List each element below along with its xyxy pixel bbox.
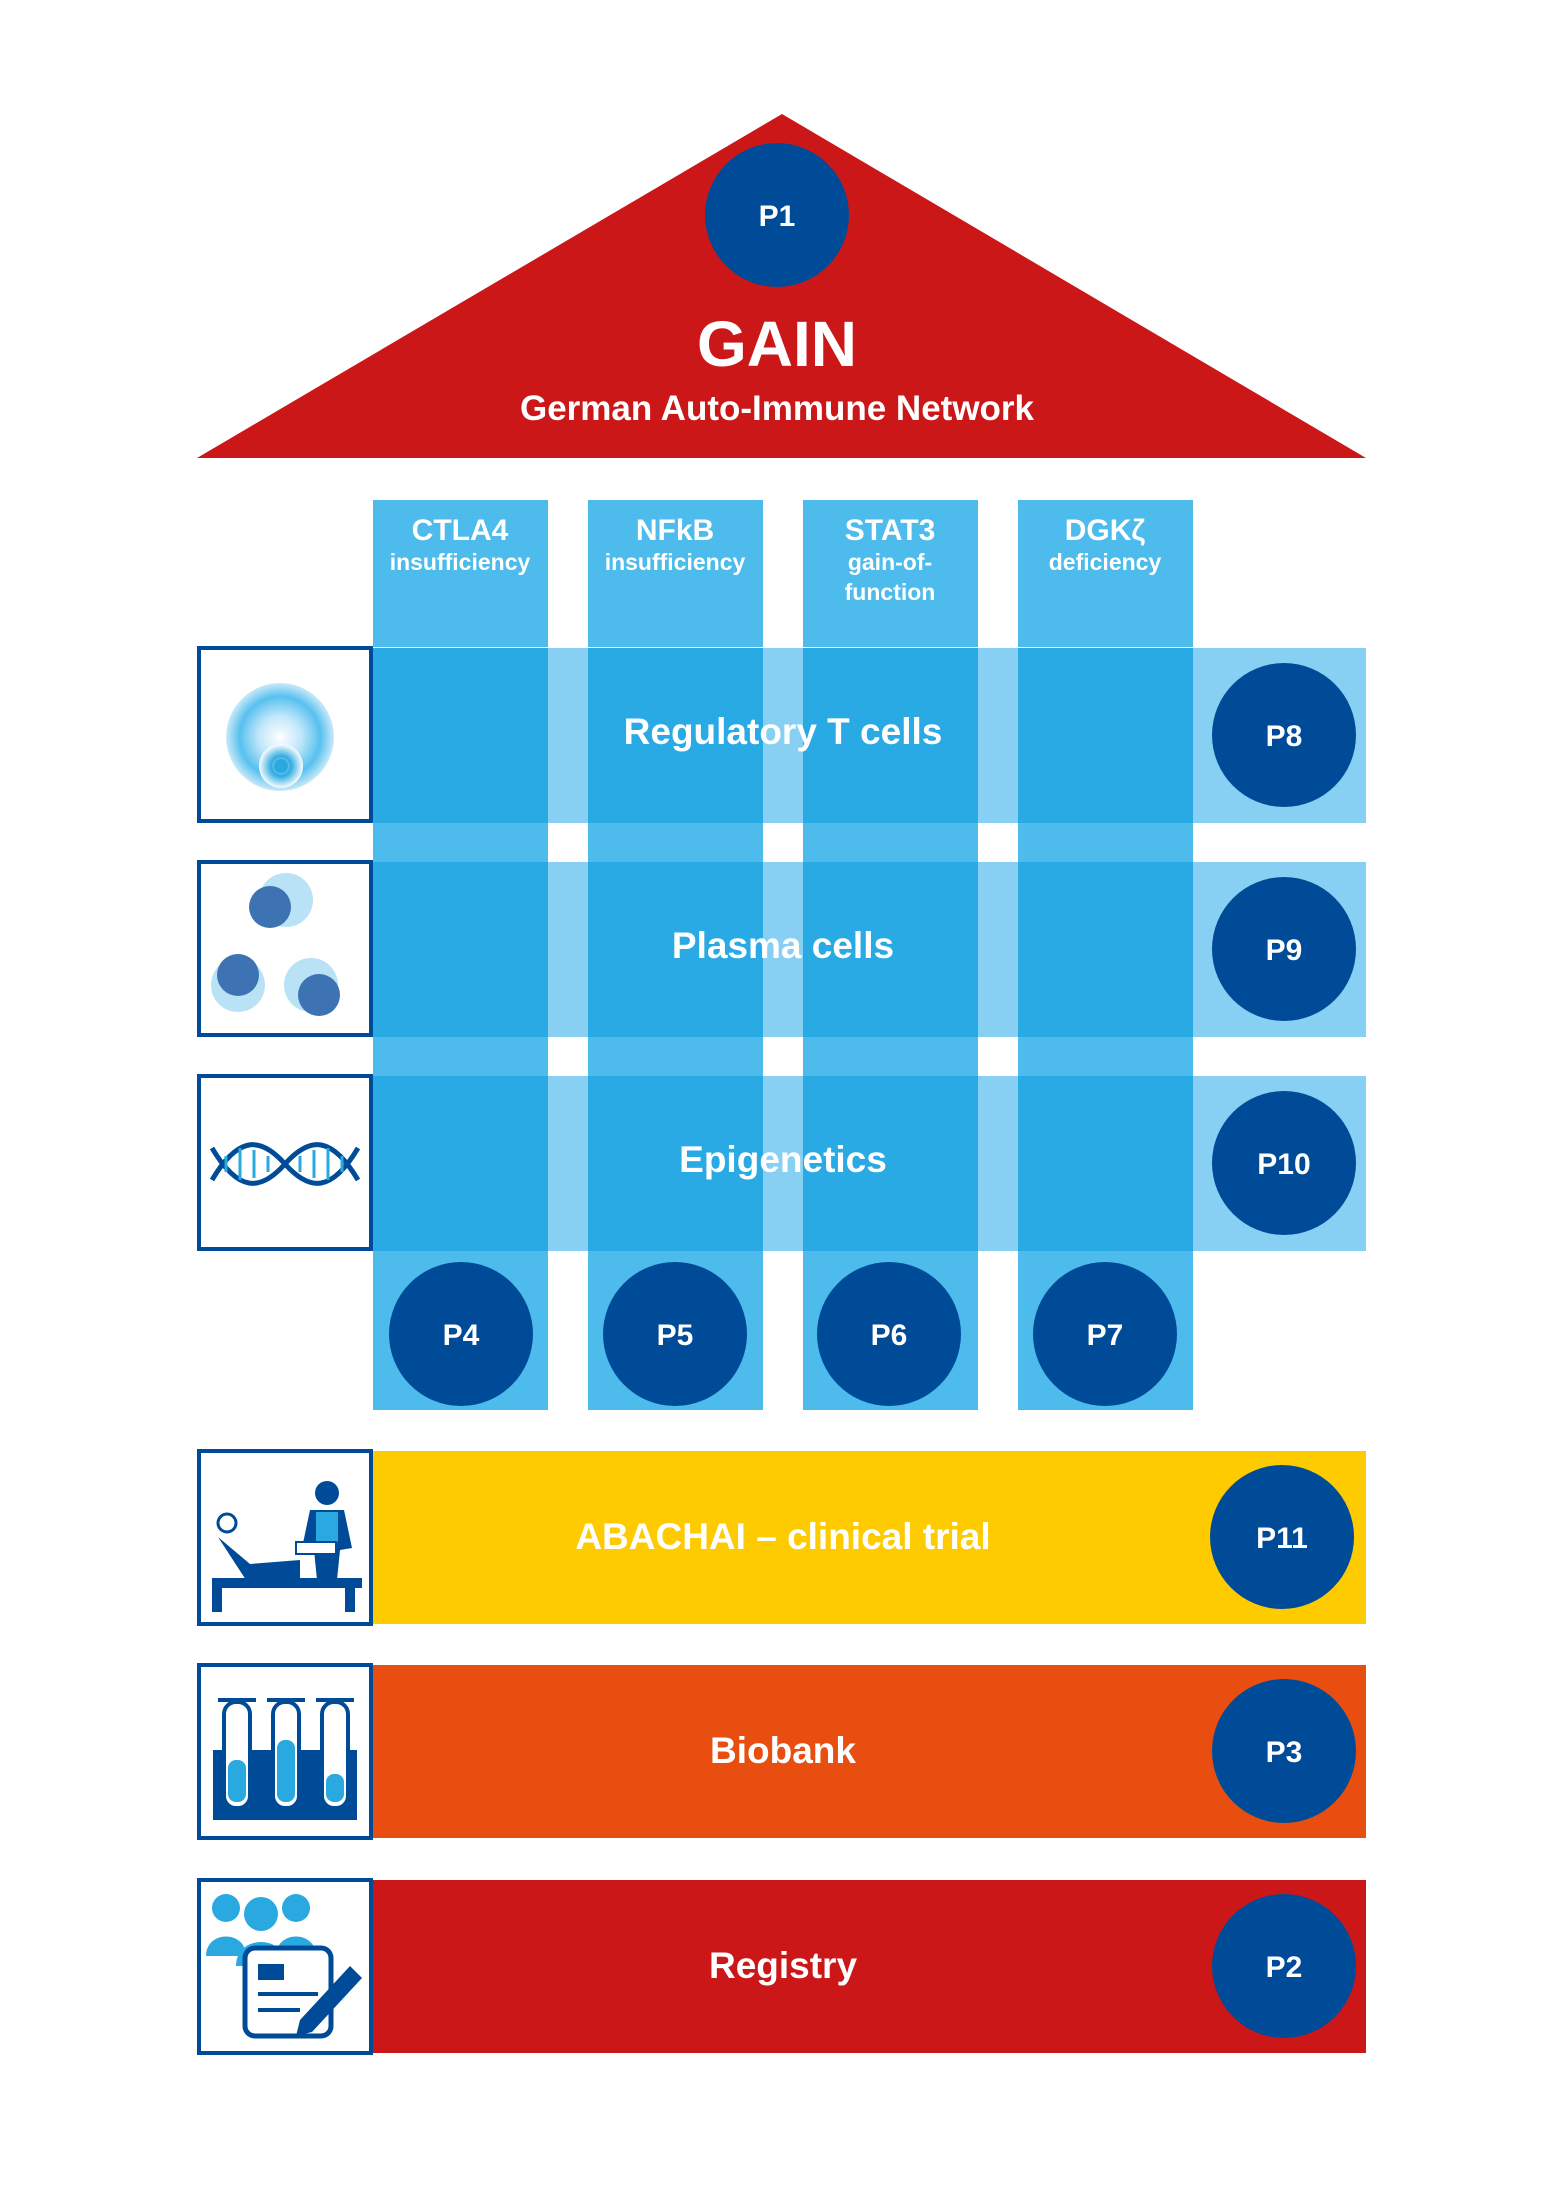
p8-label: P8: [1266, 720, 1303, 753]
p2-node: [1212, 1894, 1356, 2038]
p1-node: [705, 143, 849, 287]
dna-icon: [197, 1074, 373, 1251]
column-sub: insufficiency: [605, 549, 746, 575]
cell: [373, 862, 548, 1037]
clinical-trial-bar: [373, 1451, 1366, 1624]
column-name: NFkB: [636, 514, 714, 547]
p8-node: [1212, 663, 1356, 807]
column-name: CTLA4: [412, 514, 509, 547]
cell: [588, 1076, 763, 1251]
p7-label: P7: [1087, 1319, 1124, 1352]
roof-title: GAIN: [697, 308, 857, 380]
cell: [1018, 648, 1193, 823]
cell: [588, 648, 763, 823]
test-tubes-icon: [197, 1663, 373, 1840]
registry-bar: [373, 1880, 1366, 2053]
cell-icon: [197, 646, 373, 823]
p4-label: P4: [443, 1319, 480, 1352]
cell: [1018, 862, 1193, 1037]
column-name: DGKζ: [1065, 514, 1146, 547]
column-sub: deficiency: [1049, 549, 1162, 575]
roof-subtitle: German Auto-Immune Network: [520, 389, 1035, 428]
p6-node: [817, 1262, 961, 1406]
p10-node: [1212, 1091, 1356, 1235]
cell: [803, 1076, 978, 1251]
p4-node: [389, 1262, 533, 1406]
p2-label: P2: [1266, 1951, 1303, 1984]
p5-node: [603, 1262, 747, 1406]
biobank-bar: [373, 1665, 1366, 1838]
p3-label: P3: [1266, 1736, 1303, 1769]
column-header-dgkz: [1018, 500, 1193, 647]
biobank-label: Biobank: [710, 1730, 856, 1771]
p9-label: P9: [1266, 934, 1303, 967]
registry-label: Registry: [709, 1945, 857, 1986]
p11-node: [1210, 1465, 1354, 1609]
plasma-cells-icon: [197, 860, 373, 1037]
cell: [373, 648, 548, 823]
column-header-text: CTLA4 insufficiency NFkB insufficiency S…: [390, 514, 1162, 605]
column-sub: insufficiency: [390, 549, 531, 575]
column-headers: [373, 500, 1193, 647]
p5-label: P5: [657, 1319, 694, 1352]
p1-label: P1: [759, 200, 796, 233]
row-label-regulatory: Regulatory T cells: [624, 711, 943, 752]
intersections: [373, 648, 1193, 1251]
clinical-trial-icon: [197, 1449, 373, 1626]
column-name: STAT3: [845, 514, 936, 547]
p11-label: P11: [1256, 1522, 1308, 1555]
row-label-epigenetics: Epigenetics: [679, 1139, 887, 1180]
p6-label: P6: [871, 1319, 908, 1352]
column-sub: gain-of-: [848, 549, 932, 575]
cell: [588, 862, 763, 1037]
clinical-trial-label: ABACHAI – clinical trial: [575, 1516, 990, 1557]
p7-node: [1033, 1262, 1177, 1406]
cell: [373, 1076, 548, 1251]
p9-node: [1212, 877, 1356, 1021]
p3-node: [1212, 1679, 1356, 1823]
row-label-plasma: Plasma cells: [672, 925, 894, 966]
registry-icon: [197, 1878, 373, 2055]
column-sub: function: [845, 579, 936, 605]
p10-label: P10: [1257, 1148, 1310, 1181]
cell: [803, 862, 978, 1037]
cell: [1018, 1076, 1193, 1251]
cell: [803, 648, 978, 823]
column-header-nfkb: [588, 500, 763, 647]
column-header-ctla4: [373, 500, 548, 647]
column-header-stat3: [803, 500, 978, 647]
